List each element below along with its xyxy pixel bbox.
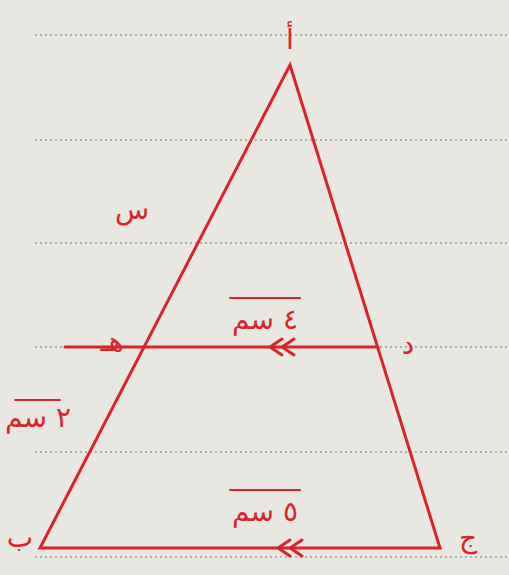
vertex-label: ب bbox=[7, 524, 33, 552]
triangle-lines bbox=[15, 65, 440, 556]
vertex-label: أ bbox=[286, 26, 294, 54]
side-length: ٤ سم bbox=[232, 306, 298, 334]
side-length: ٢ سم bbox=[5, 404, 71, 432]
notebook-lines bbox=[35, 35, 509, 557]
vertex-label: هـ bbox=[101, 328, 124, 356]
side-length: س bbox=[115, 196, 149, 224]
side-length: ٥ سم bbox=[232, 498, 298, 526]
vertex-label: د bbox=[402, 331, 414, 359]
vertex-label: ج bbox=[459, 524, 477, 552]
